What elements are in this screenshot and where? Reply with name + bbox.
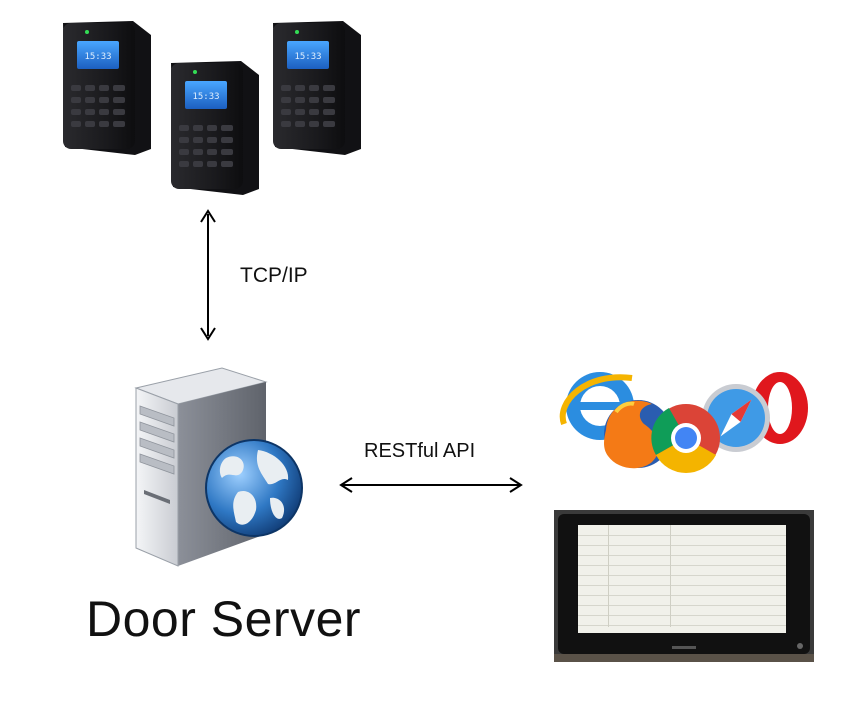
access-devices-group: 15:33 15:33 15:33	[63, 21, 361, 195]
restful-api-arrow	[339, 477, 523, 493]
svg-text:15:33: 15:33	[192, 92, 219, 102]
chrome-icon	[651, 404, 720, 473]
access-terminal-icon: 15:33	[171, 61, 259, 195]
tablet-screen	[578, 525, 786, 633]
tcp-ip-label: TCP/IP	[240, 264, 308, 287]
access-terminal-icon: 15:33	[273, 21, 361, 155]
restful-api-label: RESTful API	[364, 440, 476, 462]
access-terminal-icon: 15:33	[63, 21, 151, 155]
svg-text:15:33: 15:33	[294, 52, 321, 62]
server-label: Door Server	[86, 591, 362, 647]
server-with-globe-icon	[134, 367, 303, 567]
svg-text:15:33: 15:33	[84, 52, 111, 62]
browser-icons-group	[559, 372, 808, 473]
tcp-arrow	[200, 209, 216, 341]
